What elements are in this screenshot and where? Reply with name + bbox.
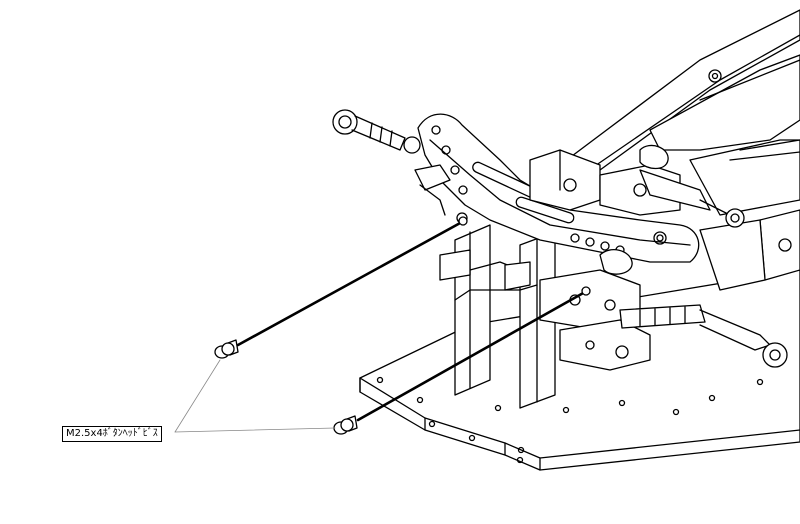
right-rod-end	[639, 144, 745, 228]
lower-turnbuckle	[599, 249, 788, 368]
upper-turnbuckle	[332, 109, 421, 154]
screw-1	[214, 339, 239, 359]
left-shock-end	[414, 164, 468, 224]
target-holes	[458, 216, 591, 296]
upper-deck	[539, 9, 800, 291]
screw-2	[333, 415, 358, 435]
screw-guide-lines	[236, 220, 587, 422]
label-leader-lines	[174, 359, 336, 433]
shock-tower	[417, 113, 700, 263]
screw-part-label: M2.5x4ﾎﾞﾀﾝﾍｯﾄﾞﾋﾞｽ	[62, 426, 162, 442]
